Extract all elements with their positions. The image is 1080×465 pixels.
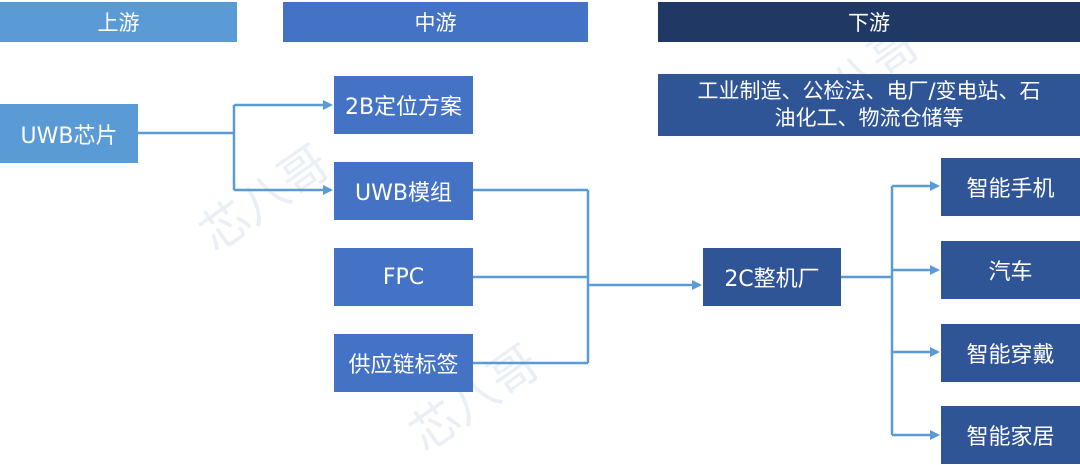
node-2b-positioning: 2B定位方案 <box>334 76 473 134</box>
node-industries: 工业制造、公检法、电厂/变电站、石 油化工、物流仓储等 <box>658 74 1080 136</box>
node-supply-chain-label: 供应链标签 <box>334 334 473 392</box>
node-smartphone: 智能手机 <box>941 158 1080 216</box>
node-smart-wearable: 智能穿戴 <box>941 324 1080 382</box>
node-smart-home: 智能家居 <box>941 406 1080 464</box>
node-fpc: FPC <box>334 248 473 306</box>
node-2c-oem: 2C整机厂 <box>703 248 841 306</box>
node-uwb-module: UWB模组 <box>334 162 473 220</box>
node-uwb-chip: UWB芯片 <box>0 104 138 163</box>
industries-line-1: 工业制造、公检法、电厂/变电站、石 <box>697 79 1041 103</box>
industries-line-2: 油化工、物流仓储等 <box>774 106 964 130</box>
header-upstream: 上游 <box>0 2 237 42</box>
header-downstream: 下游 <box>658 2 1080 42</box>
header-midstream: 中游 <box>283 2 588 42</box>
node-car: 汽车 <box>941 241 1080 299</box>
